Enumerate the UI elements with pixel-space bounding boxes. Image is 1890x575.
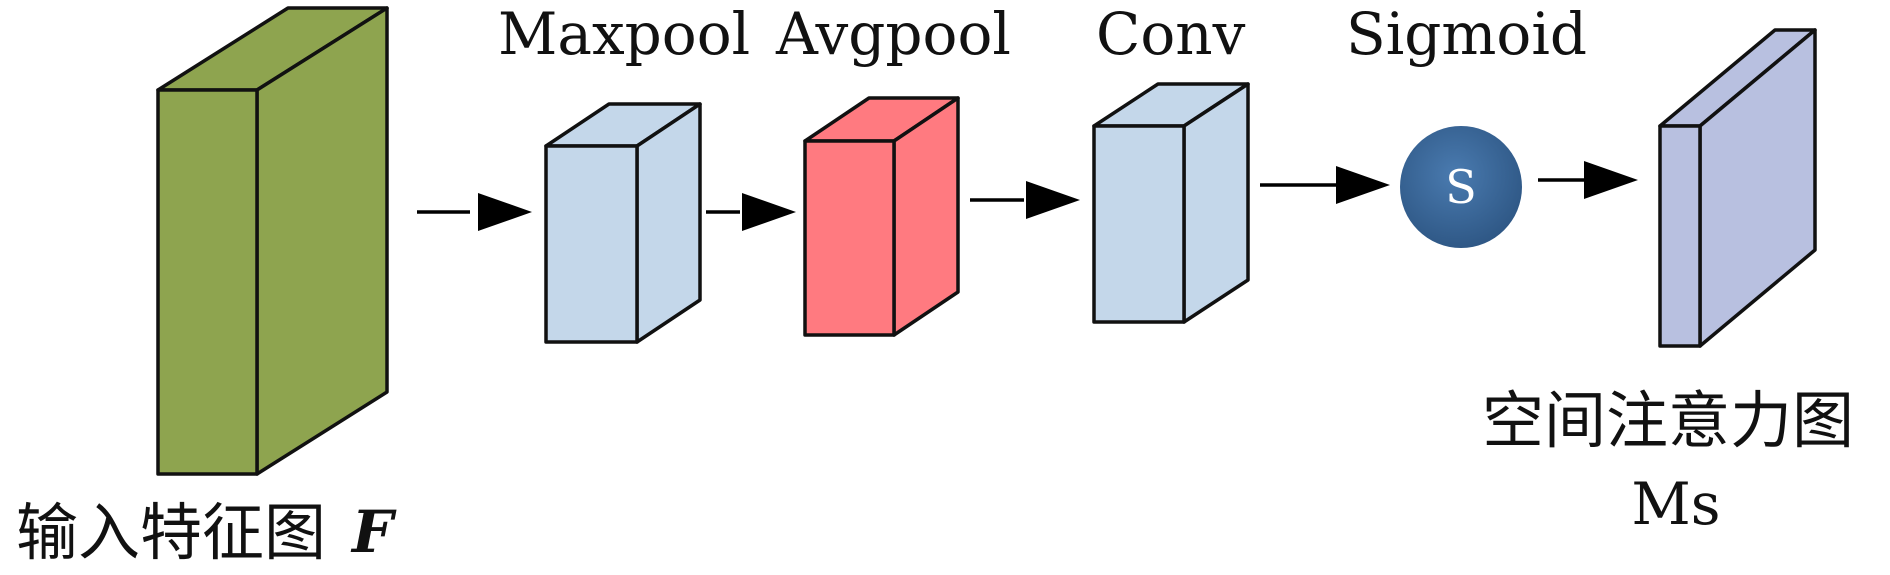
- maxpool-side: [635, 102, 702, 344]
- conv-label: Conv: [1096, 0, 1246, 68]
- output-attention-block: [1658, 28, 1817, 348]
- maxpool-label: Maxpool: [498, 0, 750, 68]
- input-block-side: [255, 6, 389, 476]
- sigmoid-node: S: [1400, 126, 1522, 248]
- arrowhead-2: [742, 193, 796, 231]
- arrowhead-5: [1584, 161, 1638, 199]
- maxpool-front: [544, 144, 639, 344]
- output-caption-line2: Ms: [1631, 470, 1720, 538]
- maxpool-block: [544, 102, 702, 344]
- output-front: [1658, 124, 1702, 348]
- conv-block: [1092, 82, 1250, 324]
- avgpool-label: Avgpool: [775, 0, 1011, 68]
- input-caption: 输入特征图: [16, 496, 326, 569]
- avgpool-front: [803, 139, 896, 337]
- output-caption-line1: 空间注意力图: [1482, 384, 1854, 457]
- avgpool-block: [803, 96, 960, 337]
- arrowhead-4: [1336, 166, 1390, 204]
- sigmoid-label: Sigmoid: [1346, 0, 1587, 68]
- sigmoid-circle: [1400, 126, 1522, 248]
- input-symbol-f: F: [350, 498, 397, 566]
- arrowhead-3: [1026, 181, 1080, 219]
- conv-front: [1092, 124, 1186, 324]
- avgpool-side: [892, 96, 960, 337]
- input-block-front: [156, 88, 259, 476]
- arrowhead-1: [478, 193, 532, 231]
- input-feature-block: [156, 6, 389, 476]
- sigmoid-symbol: S: [1445, 160, 1477, 214]
- conv-side: [1182, 82, 1250, 324]
